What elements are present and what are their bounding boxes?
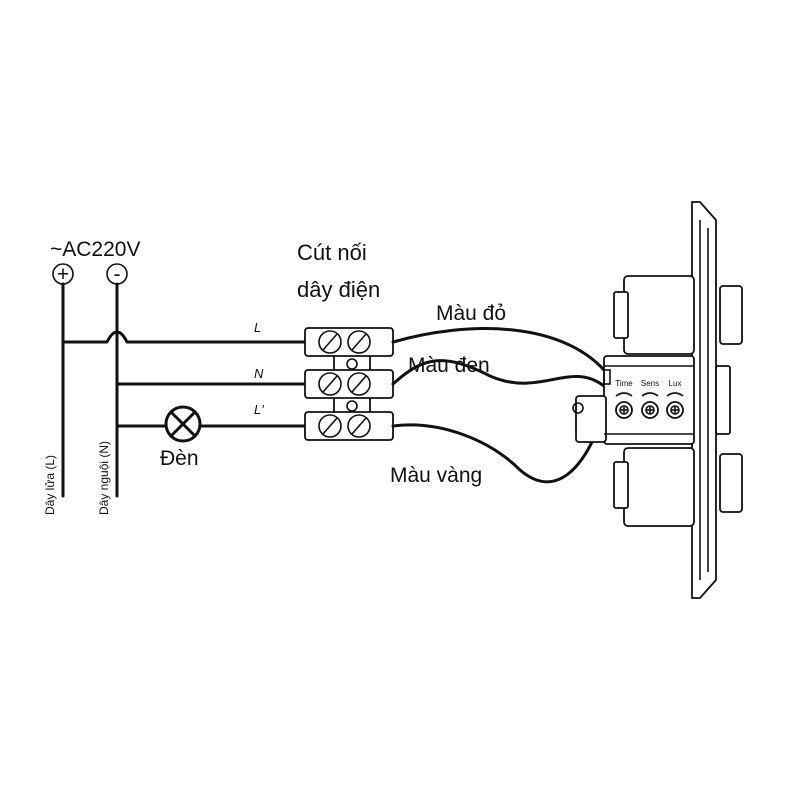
live-wire-label: Dây lửa (L) <box>43 455 57 515</box>
neutral-wire-label: Dây nguội (N) <box>97 441 111 515</box>
lead-yellow <box>391 410 606 484</box>
source-label: ~AC220V <box>50 238 140 261</box>
knob-lux-label: Lux <box>669 379 682 388</box>
line-L-prime-label: L' <box>254 402 264 417</box>
lead-red <box>391 327 606 372</box>
terminal-block <box>304 327 394 441</box>
knob-sens-label: Sens <box>641 379 659 388</box>
connector-title-line1: Cút nối <box>297 240 367 265</box>
line-L-label: L <box>254 320 261 335</box>
lamp-label: Đèn <box>160 447 199 470</box>
lead-black <box>391 359 606 388</box>
knob-sens-icon[interactable] <box>641 392 659 419</box>
sensor-module <box>572 201 743 599</box>
lamp-icon <box>164 405 202 443</box>
lead-black-label: Màu đen <box>408 354 490 377</box>
connector-title-line2: dây điện <box>297 277 380 302</box>
lead-red-label: Màu đỏ <box>436 302 506 325</box>
plus-symbol: + <box>57 263 69 286</box>
line-L <box>61 330 307 344</box>
minus-symbol: - <box>114 263 121 286</box>
knob-time-icon[interactable] <box>615 392 633 419</box>
knob-lux-icon[interactable] <box>666 392 684 419</box>
line-N-label: N <box>254 366 264 381</box>
lead-yellow-label: Màu vàng <box>390 464 482 487</box>
knob-time-label: Time <box>615 379 633 388</box>
